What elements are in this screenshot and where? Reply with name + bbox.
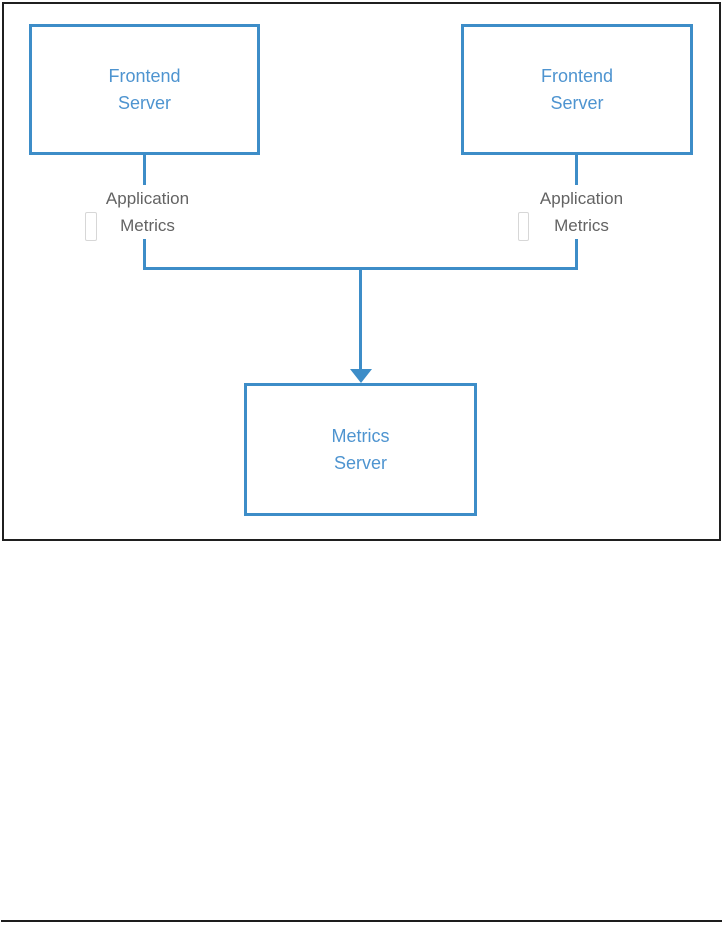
page-bottom-separator-line (1, 920, 722, 922)
edge-label-application-metrics-right: Application Metrics (524, 185, 639, 239)
node-label-line: Server (117, 92, 171, 113)
arrowhead-down-icon (350, 369, 372, 383)
node-label-line: Server (550, 92, 604, 113)
node-label-line: Frontend (108, 65, 181, 86)
node-label-line: Frontend (540, 65, 614, 86)
edge-label-application-metrics-left: Application Metrics (90, 185, 205, 239)
node-frontend-server-right: Frontend Server (461, 24, 693, 155)
edge-label-line: Application (105, 189, 190, 208)
node-label-line: Server (333, 452, 387, 473)
node-label-line: Metrics (331, 425, 390, 446)
edge-label-line: Metrics (120, 216, 175, 235)
node-metrics-server: Metrics Server (244, 383, 477, 516)
edge-to-metrics-vertical (359, 268, 362, 370)
node-frontend-server-left: Frontend Server (29, 24, 260, 155)
text-cursor-glyph-right (518, 212, 529, 241)
edge-label-line: Application (539, 189, 624, 208)
text-cursor-glyph-left (85, 212, 97, 241)
edge-label-line: Metrics (554, 216, 609, 235)
